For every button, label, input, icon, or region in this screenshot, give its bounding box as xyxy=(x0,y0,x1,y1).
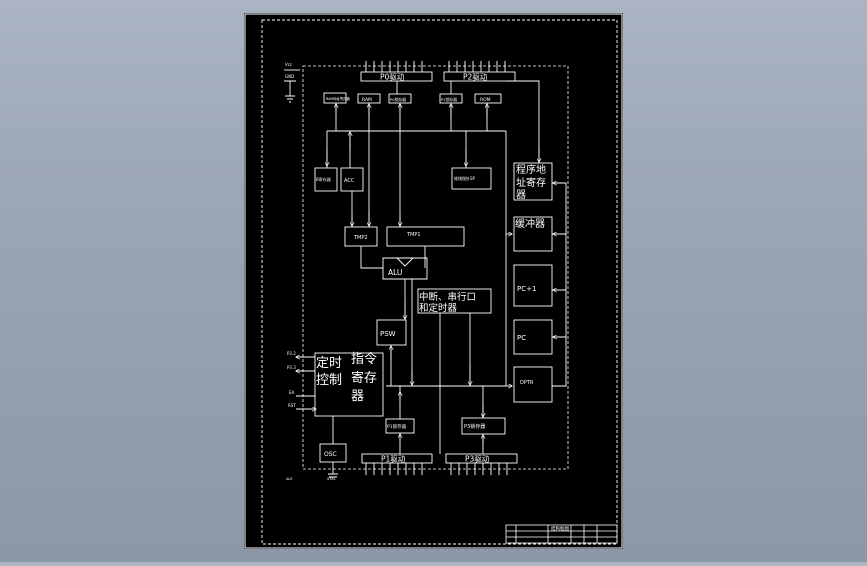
dptr-box xyxy=(513,366,553,403)
dptr-label: DPTR xyxy=(520,380,534,386)
pc-addr-reg-box xyxy=(513,162,553,201)
p33-pin-label: P3.3 xyxy=(287,365,296,370)
p2-driver-label: P2驱动 xyxy=(463,72,488,82)
p2-driver-box xyxy=(443,71,516,82)
p3-latch-label: P3锁存器 xyxy=(464,423,485,430)
rst-pin-label: RST xyxy=(288,403,296,408)
ir-label-1: 指令 xyxy=(351,352,377,367)
xtal-label: XTAL xyxy=(327,477,336,481)
timing-label-2: 控制 xyxy=(316,373,342,388)
tmp1-label: TMP1 xyxy=(406,232,421,238)
tmp1-box xyxy=(386,226,465,247)
p1-latch-label: P1锁存器 xyxy=(387,423,407,430)
pc-inc-box xyxy=(513,264,553,307)
title-block xyxy=(505,524,618,544)
vcc-pin-label: Vcc xyxy=(285,62,292,67)
bottom-pin-stubs xyxy=(365,463,508,475)
intr-label-1: 中断、串行口 xyxy=(419,291,476,303)
b-reg-box xyxy=(314,167,338,192)
sp-label: 堆栈指针SP xyxy=(454,175,476,181)
pc-label: PC xyxy=(517,334,526,342)
pc-inc-label: PC+1 xyxy=(517,285,536,293)
p3-driver-label: P3驱动 xyxy=(465,454,490,464)
psw-box xyxy=(376,319,407,346)
rom-label: ROM xyxy=(480,97,491,103)
p0-driver-label: P0驱动 xyxy=(380,72,405,82)
alu-shape xyxy=(382,257,428,280)
p32-pin-label: P3.2 xyxy=(287,351,296,356)
p3-latch-box xyxy=(461,417,506,435)
intr-label-2: 和定时器 xyxy=(419,302,458,314)
b-reg-label: B寄存器 xyxy=(316,176,331,182)
gnd-symbol xyxy=(284,80,296,103)
osc-label: OSC xyxy=(324,451,337,458)
p0-latch-label: P0锁存器 xyxy=(390,97,406,102)
buffer-label: 缓冲器 xyxy=(515,217,545,230)
psw-label: PSW xyxy=(380,330,396,338)
crystal-stub xyxy=(328,462,338,478)
p1-driver-box xyxy=(361,453,433,464)
p3-driver-box xyxy=(445,453,518,464)
p1-driver-label: P1驱动 xyxy=(381,454,406,464)
pc-addr-reg-label-3: 器 xyxy=(516,189,526,201)
rom-box xyxy=(474,93,502,104)
pc-addr-reg-label-1: 程序地 xyxy=(516,163,546,176)
sp-box xyxy=(451,167,492,190)
timing-label-1: 定时 xyxy=(316,356,342,371)
tmp-to-alu xyxy=(360,246,426,269)
ram-label: RAM xyxy=(362,97,372,103)
p0-driver-box xyxy=(360,71,433,82)
titleblock-name: 结构框图 xyxy=(551,525,569,532)
gnd-pin-label: GND xyxy=(285,74,294,79)
intr-box xyxy=(417,288,492,314)
timing-ir-box xyxy=(314,352,384,417)
ram-addr-reg-box xyxy=(323,92,347,104)
ea-pin-label: EA xyxy=(289,390,295,395)
tmp2-label: TMP2 xyxy=(353,235,368,241)
p2-latch-label: P2锁存器 xyxy=(441,97,457,102)
acc-label: ACC xyxy=(344,178,355,184)
top-pin-stubs xyxy=(365,61,506,72)
ir-label-2: 寄存 xyxy=(351,370,377,386)
pc-addr-reg-label-2: 址寄存 xyxy=(516,176,546,189)
alu-label: ALU xyxy=(388,268,402,277)
sheet-border xyxy=(244,13,623,549)
drawing-sheet xyxy=(244,13,623,549)
ale-pin-label: ALE xyxy=(286,477,293,481)
ram-addr-reg-label: RAM地址寄存器 xyxy=(326,96,350,101)
ir-label-3: 器 xyxy=(351,389,364,404)
chip-boundary xyxy=(302,65,569,470)
drawing-frame xyxy=(261,19,618,545)
